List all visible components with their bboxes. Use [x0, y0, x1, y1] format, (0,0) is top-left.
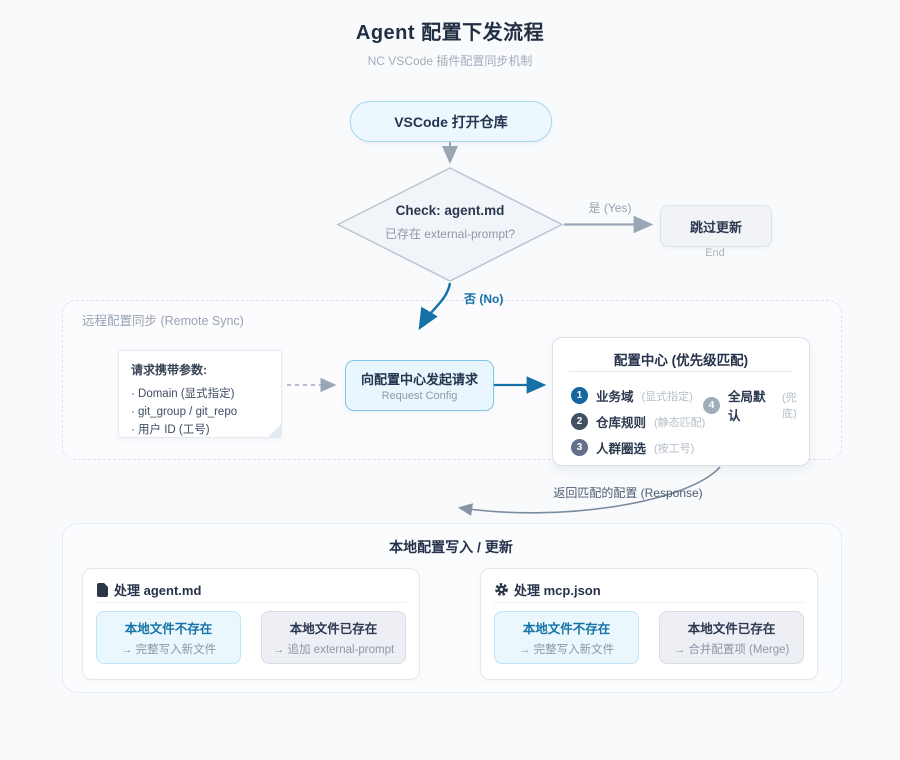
note-title: 请求携带参数: — [131, 363, 207, 377]
panel-mcp-json-header: 处理 mcp.json — [494, 580, 601, 599]
decision-title: Check: agent.md — [395, 203, 505, 218]
skip-update-node: 跳过更新 — [660, 205, 772, 247]
panel-divider — [493, 602, 805, 603]
panel-agent-md-header: 处理 agent.md — [96, 580, 201, 599]
priority-item-4: 4 全局默认 (兜底) — [703, 386, 809, 424]
priority-item-2: 2 仓库规则 (静态匹配) — [571, 412, 705, 431]
case-action: → 完整写入新文件 — [518, 644, 615, 656]
priority-4-note: (兜底) — [782, 392, 797, 420]
priority-2-badge: 2 — [571, 413, 588, 430]
note-dogear-corner — [268, 424, 281, 437]
edge-label-response: 返回匹配的配置 (Response) — [553, 486, 703, 500]
priority-1-note: (显式指定) — [641, 390, 693, 403]
request-params-note: 请求携带参数: · Domain (显式指定) · git_group / gi… — [118, 350, 282, 438]
decision-subtitle: 已存在 external-prompt? — [384, 227, 516, 241]
note-item-git: · git_group / git_repo — [131, 406, 238, 418]
mcp-json-case-missing: 本地文件不存在 → 完整写入新文件 — [494, 611, 639, 664]
panel-mcp-json-title: 处理 mcp.json — [514, 583, 601, 598]
case-action: → 追加 external-prompt — [272, 644, 395, 656]
case-title: 本地文件已存在 — [289, 622, 378, 636]
request-config-subtitle: Request Config — [381, 390, 458, 402]
start-node-vscode-open-repo: VSCode 打开仓库 — [350, 101, 552, 142]
case-title: 本地文件不存在 — [522, 622, 611, 636]
priority-1-label: 业务域 — [596, 390, 634, 404]
priority-item-1: 1 业务域 (显式指定) — [571, 386, 693, 405]
request-config-node: 向配置中心发起请求 Request Config — [345, 360, 494, 411]
case-action: → 合并配置项 (Merge) — [673, 644, 790, 656]
mcp-json-case-exists: 本地文件已存在 → 合并配置项 (Merge) — [659, 611, 804, 664]
note-item-userid: · 用户 ID (工号) — [131, 424, 210, 436]
panel-agent-md-title: 处理 agent.md — [114, 583, 202, 598]
case-action: → 完整写入新文件 — [120, 644, 217, 656]
priority-1-badge: 1 — [571, 387, 588, 404]
start-node-label: VSCode 打开仓库 — [394, 113, 508, 130]
local-write-title: 本地配置写入 / 更新 — [389, 539, 513, 555]
edge-label-no: 否 (No) — [464, 292, 504, 306]
priority-3-note: (按工号) — [654, 442, 695, 455]
file-icon — [97, 583, 108, 597]
case-title: 本地文件已存在 — [687, 622, 776, 636]
priority-item-3: 3 人群圈选 (按工号) — [571, 438, 694, 457]
priority-2-note: (静态匹配) — [654, 416, 706, 429]
priority-4-badge: 4 — [703, 396, 720, 414]
config-center-title: 配置中心 (优先级匹配) — [613, 353, 749, 368]
priority-3-label: 人群圈选 — [596, 442, 647, 456]
priority-3-badge: 3 — [571, 439, 588, 456]
end-label: End — [705, 247, 725, 259]
page-title: Agent 配置下发流程 — [355, 22, 545, 44]
panel-agent-md: 处理 agent.md 本地文件不存在 → 完整写入新文件 本地文件已存在 → … — [82, 568, 420, 680]
note-item-domain: · Domain (显式指定) — [131, 388, 235, 400]
priority-4-label: 全局默认 — [728, 390, 766, 423]
request-config-title: 向配置中心发起请求 — [360, 372, 478, 387]
agent-md-case-missing: 本地文件不存在 → 完整写入新文件 — [96, 611, 241, 664]
panel-divider — [95, 602, 407, 603]
remote-sync-label: 远程配置同步 (Remote Sync) — [82, 314, 244, 328]
panel-mcp-json: 处理 mcp.json 本地文件不存在 → 完整写入新文件 本地文件已存在 → … — [480, 568, 818, 680]
agent-md-case-exists: 本地文件已存在 → 追加 external-prompt — [261, 611, 406, 664]
gear-icon — [495, 583, 508, 596]
config-center-divider — [569, 371, 793, 372]
config-center-node: 配置中心 (优先级匹配) 1 业务域 (显式指定) 4 全局默认 (兜底) 2 … — [552, 337, 810, 466]
case-title: 本地文件不存在 — [124, 622, 213, 636]
priority-2-label: 仓库规则 — [596, 416, 647, 430]
edge-label-yes: 是 (Yes) — [588, 201, 632, 215]
page-subtitle: NC VSCode 插件配置同步机制 — [367, 54, 533, 68]
skip-update-label: 跳过更新 — [689, 219, 742, 235]
